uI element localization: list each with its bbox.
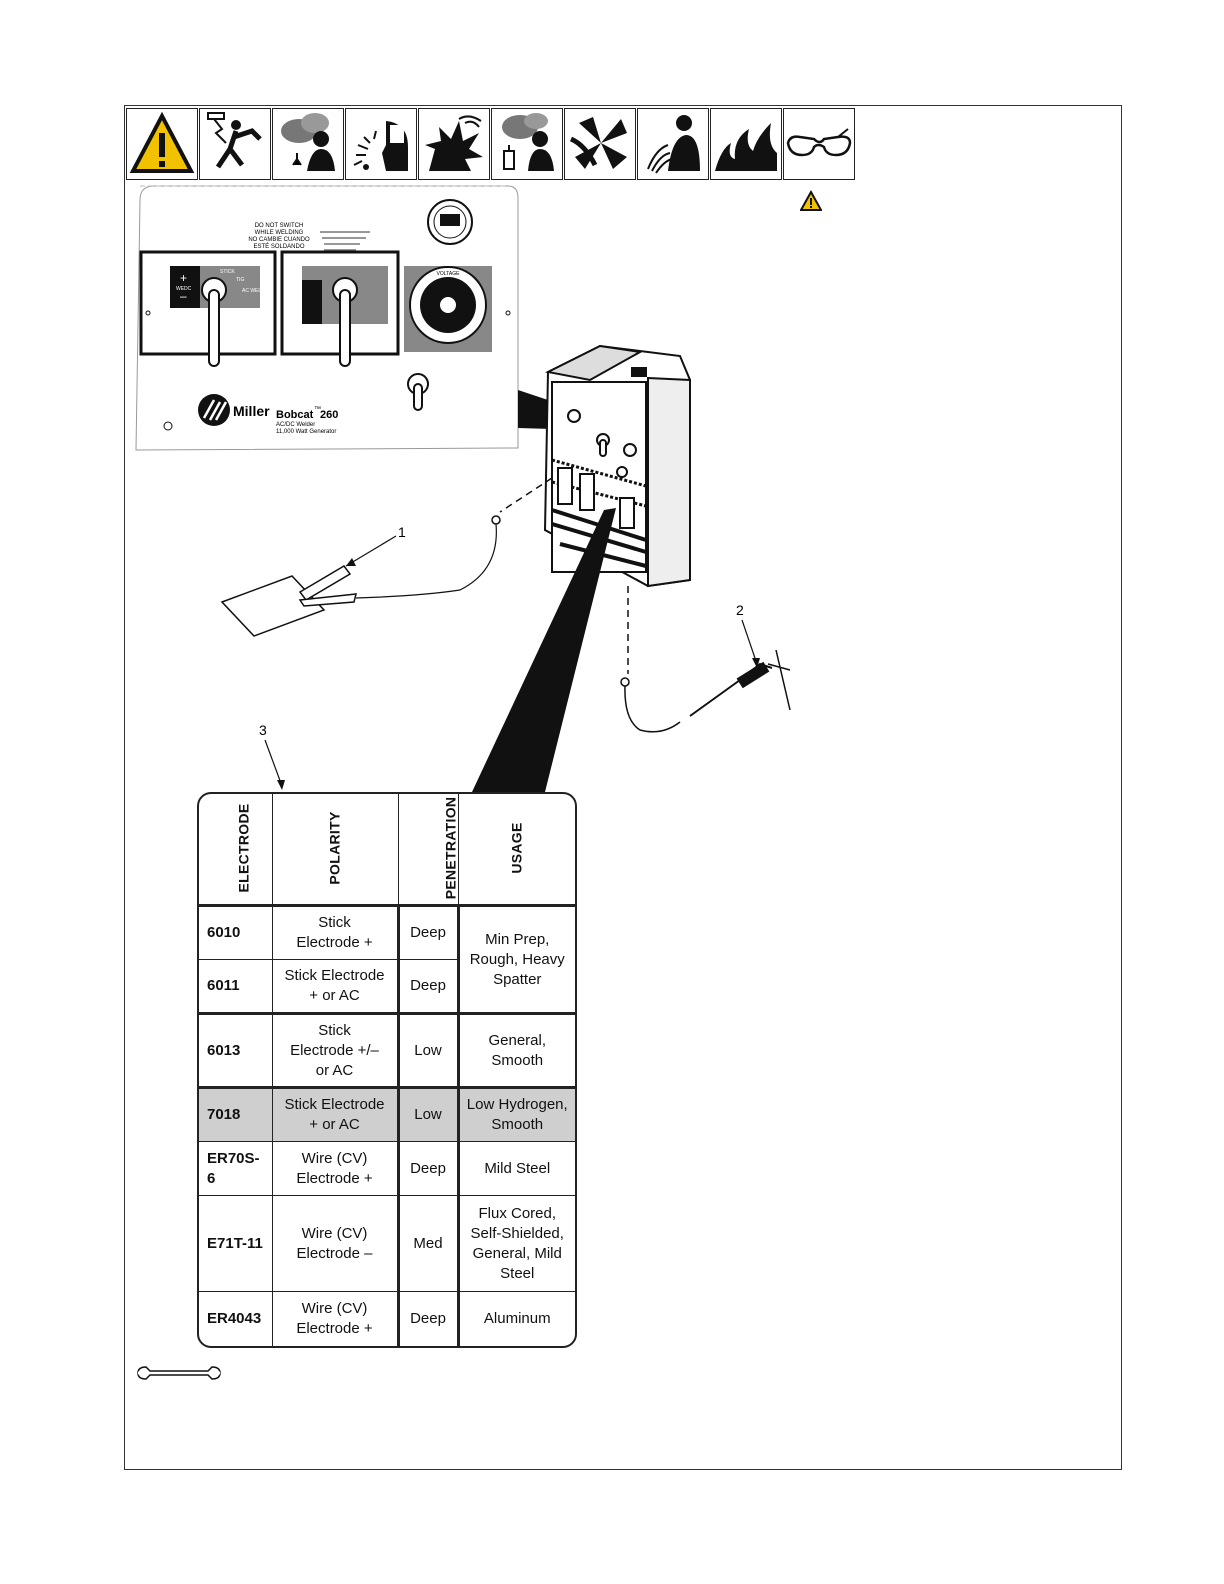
fumes-icon [272,108,344,180]
header-penetration: PENETRATION [397,794,459,907]
small-warning-icon [800,190,822,211]
moving-parts-icon [564,108,636,180]
panel-tig: TIG [236,277,244,283]
safety-glasses-icon [783,108,855,180]
explosion-icon [418,108,490,180]
gas-fumes-icon [491,108,563,180]
model-number: 260 [320,409,338,421]
mig-gun-assembly [620,586,791,733]
callout-3-leader [264,739,283,787]
panel-warning-1: DO NOT SWITCH [255,223,304,229]
panel-neg-sign: – [180,289,187,303]
page-frame [124,105,1122,1470]
hot-parts-icon [637,108,709,180]
table-row: 6010 Stick Electrode + Deep Min Prep, Ro… [199,904,575,1015]
panel-warning-4: ESTÉ SOLDANDO [253,243,304,250]
electric-shock-icon [199,108,271,180]
electrode-table: ELECTRODE POLARITY PENETRATION USAGE 601… [197,792,577,1348]
callout-2-leader [741,619,758,665]
brand-name: Miller [233,403,270,419]
model-tm: ™ [314,406,321,413]
table-row: E71T-11 Wire (CV) Electrode – Med Flux C… [199,1195,575,1293]
electrode-holder-assembly [220,477,553,637]
warning-triangle-icon [126,108,198,180]
panel-wedc: WEDC [176,286,192,292]
arc-rays-icon [345,108,417,180]
model-name: Bobcat [276,409,314,421]
panel-warning-2: WHILE WELDING [255,230,304,236]
wrench-icon [137,1366,221,1380]
callout-2: 2 [736,602,744,618]
callout-1: 1 [398,524,406,540]
welder-generator [543,344,691,588]
safety-symbols-row [126,108,856,180]
panel-pos-sign: + [180,271,187,285]
panel-warning-3: NO CAMBIE CUANDO [248,237,310,243]
callout-3: 3 [259,722,267,738]
control-panel-decal: DO NOT SWITCH WHILE WELDING NO CAMBIE CU… [135,185,519,451]
table-row-highlighted: 7018 Stick Electrode + or AC Low Low Hyd… [199,1086,575,1143]
table-row: 6013 Stick Electrode +/– or AC Low Gener… [199,1012,575,1089]
model-subtitle-2: 11,000 Watt Generator [276,429,336,435]
miller-logo: Miller [198,394,270,426]
callout-1-leader [345,535,397,567]
table-row: ER4043 Wire (CV) Electrode + Deep Alumin… [199,1291,575,1346]
table-row: 6011 Stick Electrode + or AC Deep [199,959,575,1015]
header-electrode: ELECTRODE [199,794,273,907]
header-usage: USAGE [457,794,575,907]
dial-label: VOLTAGE [437,271,461,277]
fire-icon [710,108,782,180]
panel-ac-weld: AC WELD [242,288,265,294]
table-row: ER70S-6 Wire (CV) Electrode + Deep Mild … [199,1141,575,1197]
model-subtitle-1: AC/DC Welder [276,422,315,428]
panel-stick: STICK [220,269,235,275]
header-polarity: POLARITY [271,794,399,907]
